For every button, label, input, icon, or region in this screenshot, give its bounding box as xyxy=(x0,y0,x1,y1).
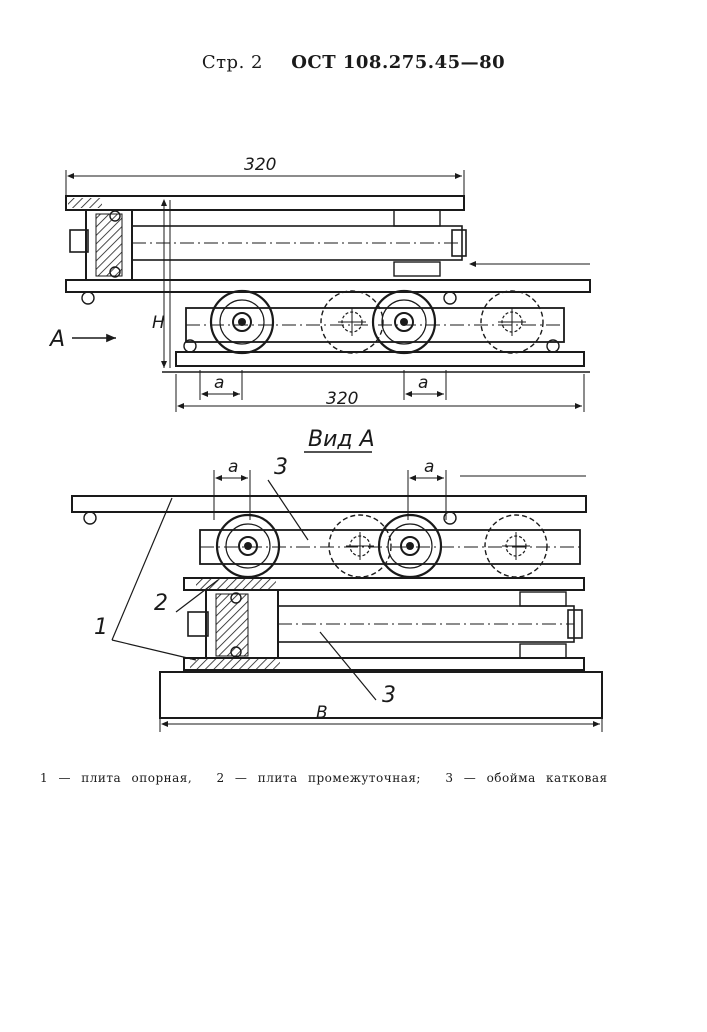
page-reference: Стр. 2 xyxy=(201,52,263,73)
view-arrow-label: А xyxy=(48,327,65,352)
roller-wheel xyxy=(209,289,275,355)
dim-bottom-width: 320 xyxy=(326,389,358,409)
dim-top-width: 320 xyxy=(244,155,276,175)
top-wheels xyxy=(209,289,544,355)
top-view xyxy=(65,170,591,412)
view-a-dim-a-left: a xyxy=(228,457,238,477)
callout-3-top: 3 xyxy=(274,455,288,480)
page-header: Стр. 2 ОСТ 108.275.45—80 xyxy=(0,52,707,73)
dim-a-right: a xyxy=(418,373,428,393)
figure-legend: 1 — плита опорная, 2 — плита промежуточн… xyxy=(40,771,680,785)
roller-wheel-hidden xyxy=(480,290,544,354)
callout-1: 1 xyxy=(94,615,108,640)
roller-wheel-hidden xyxy=(484,514,548,578)
callout-2: 2 xyxy=(154,591,168,616)
roller-wheel xyxy=(215,513,281,579)
roller-wheel xyxy=(377,513,443,579)
view-a-wheels xyxy=(215,513,548,579)
standard-code: ОСТ 108.275.45—80 xyxy=(291,52,506,73)
dim-height: H xyxy=(152,313,165,333)
dim-base-width: B xyxy=(316,703,328,723)
callout-3-bottom: 3 xyxy=(382,683,396,708)
roller-wheel xyxy=(371,289,437,355)
legend-item-3: 3 — обойма катковая xyxy=(445,771,608,785)
legend-item-1: 1 — плита опорная, xyxy=(40,771,193,785)
view-a xyxy=(71,470,603,732)
roller-wheel-hidden xyxy=(328,514,392,578)
view-a-title: Вид А xyxy=(308,427,375,452)
view-a-dim-a-right: a xyxy=(424,457,434,477)
legend-item-2: 2 — плита промежуточная; xyxy=(216,771,421,785)
dim-a-left: a xyxy=(214,373,224,393)
